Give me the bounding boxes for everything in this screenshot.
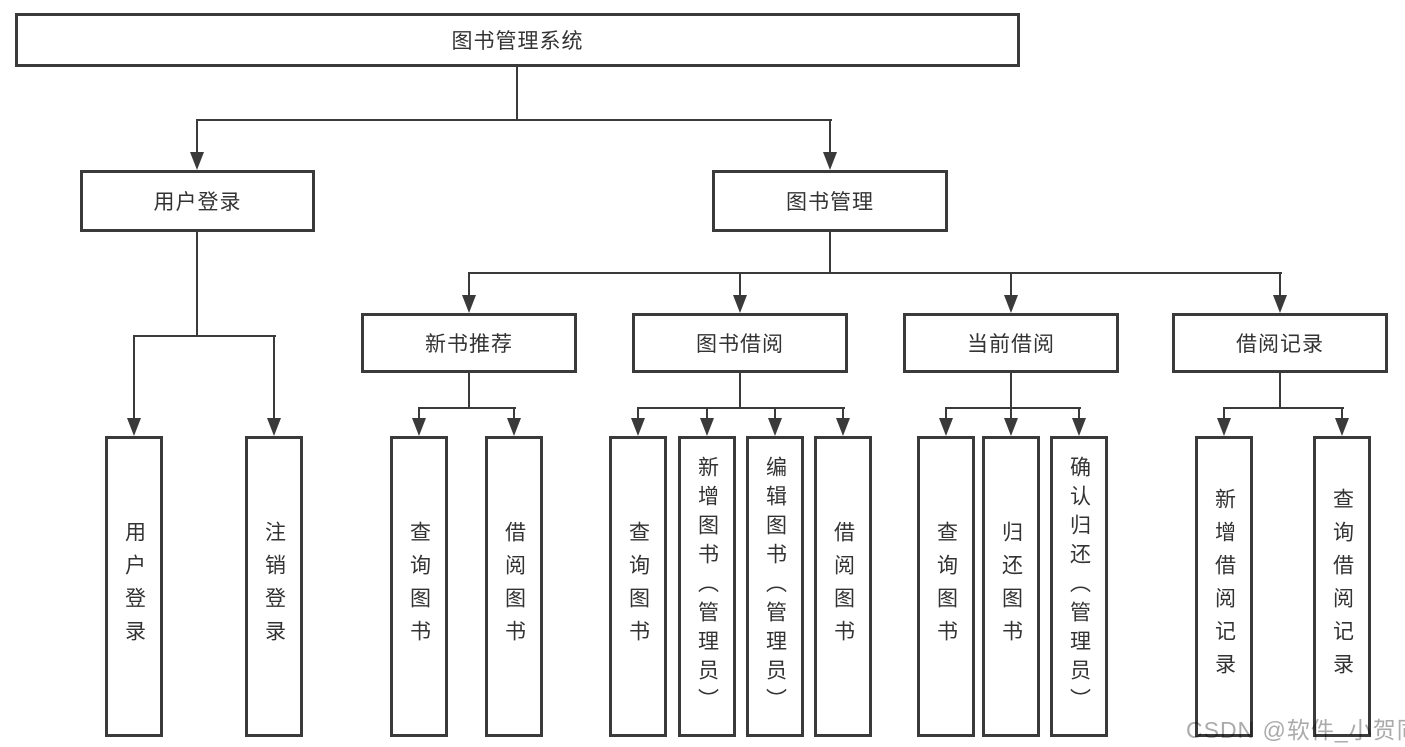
connector-line	[842, 407, 844, 420]
arrow-down-icon	[1004, 418, 1018, 436]
node-label: 新书推荐	[425, 333, 513, 356]
connector-line	[739, 373, 741, 408]
node-label: 借阅图书	[502, 520, 526, 653]
connector-line	[1078, 407, 1080, 420]
node-current-borrow: 当前借阅	[903, 313, 1119, 373]
connector-line	[774, 407, 776, 420]
node-label: 编辑图书（管理员）	[763, 456, 787, 717]
node-label: 查询图书	[934, 520, 958, 653]
connector-line	[1279, 272, 1281, 297]
node-label: 用户登录	[122, 520, 146, 653]
connector-line	[1341, 407, 1343, 420]
connector-line	[1010, 407, 1012, 420]
connector-line	[516, 67, 518, 119]
connector-line	[513, 407, 515, 420]
arrow-down-icon	[1217, 418, 1231, 436]
arrow-down-icon	[190, 152, 204, 170]
node-library-system: 图书管理系统	[15, 13, 1020, 67]
connector-line	[196, 232, 198, 337]
node-label: 当前借阅	[967, 333, 1055, 356]
leaf-add-borrow-record: 新增借阅记录	[1195, 436, 1253, 737]
arrow-down-icon	[836, 418, 850, 436]
arrow-down-icon	[1004, 295, 1018, 313]
leaf-borrow-book-recommend: 借阅图书	[485, 436, 543, 737]
connector-line	[196, 119, 198, 154]
connector-line	[829, 119, 831, 154]
node-label: 归还图书	[999, 520, 1023, 653]
connector-line	[1010, 373, 1012, 408]
connector-line	[196, 119, 832, 121]
node-label: 用户登录	[153, 191, 242, 214]
connector-line	[945, 407, 1081, 409]
node-label: 查询借阅记录	[1330, 487, 1354, 686]
arrow-down-icon	[412, 418, 426, 436]
arrow-down-icon	[700, 418, 714, 436]
connector-line	[133, 335, 276, 337]
node-book-borrow: 图书借阅	[632, 313, 848, 373]
connector-line	[945, 407, 947, 420]
node-new-book-recommend: 新书推荐	[361, 313, 577, 373]
arrow-down-icon	[1335, 418, 1349, 436]
connector-line	[829, 232, 831, 274]
connector-line	[739, 272, 741, 297]
leaf-logout: 注销登录	[245, 436, 303, 737]
leaf-borrow-book: 借阅图书	[814, 436, 872, 737]
arrow-down-icon	[507, 418, 521, 436]
connector-line	[1223, 407, 1344, 409]
arrow-down-icon	[631, 418, 645, 436]
leaf-return-book: 归还图书	[982, 436, 1040, 737]
connector-line	[637, 407, 845, 409]
connector-line	[706, 407, 708, 420]
arrow-down-icon	[462, 295, 476, 313]
leaf-add-book-admin: 新增图书（管理员）	[678, 436, 736, 737]
connector-line	[1010, 272, 1012, 297]
connector-line	[468, 272, 470, 297]
leaf-confirm-return-admin: 确认归还（管理员）	[1050, 436, 1108, 737]
connector-line	[133, 335, 135, 419]
connector-line	[418, 407, 516, 409]
node-borrow-record: 借阅记录	[1172, 313, 1388, 373]
connector-line	[637, 407, 639, 420]
leaf-query-book-recommend: 查询图书	[390, 436, 448, 737]
arrow-down-icon	[733, 295, 747, 313]
leaf-query-book-borrow: 查询图书	[609, 436, 667, 737]
leaf-user-login: 用户登录	[105, 436, 163, 737]
connector-line	[418, 407, 420, 420]
node-label: 新增图书（管理员）	[695, 456, 719, 717]
node-label: 查询图书	[626, 520, 650, 653]
arrow-down-icon	[267, 418, 281, 436]
node-label: 图书管理	[786, 191, 874, 214]
node-label: 查询图书	[407, 520, 431, 653]
connector-line	[273, 335, 275, 419]
node-book-management: 图书管理	[712, 170, 948, 232]
node-label: 确认归还（管理员）	[1067, 456, 1091, 717]
connector-line	[1279, 373, 1281, 408]
connector-line	[468, 373, 470, 408]
leaf-edit-book-admin: 编辑图书（管理员）	[746, 436, 804, 737]
arrow-down-icon	[823, 152, 837, 170]
node-label: 新增借阅记录	[1212, 487, 1236, 686]
node-label: 图书借阅	[696, 333, 784, 356]
node-label: 借阅记录	[1236, 333, 1324, 356]
node-label: 图书管理系统	[451, 30, 584, 53]
arrow-down-icon	[1273, 295, 1287, 313]
arrow-down-icon	[939, 418, 953, 436]
arrow-down-icon	[768, 418, 782, 436]
node-label: 注销登录	[262, 520, 286, 653]
connector-line	[1223, 407, 1225, 420]
node-user-login-group: 用户登录	[80, 170, 315, 232]
csdn-watermark: CSDN @软件_小贺同学	[1186, 717, 1405, 743]
arrow-down-icon	[1072, 418, 1086, 436]
node-label: 借阅图书	[831, 520, 855, 653]
leaf-query-borrow-record: 查询借阅记录	[1313, 436, 1371, 737]
connector-line	[468, 272, 1282, 274]
arrow-down-icon	[127, 418, 141, 436]
leaf-query-book-current: 查询图书	[917, 436, 975, 737]
